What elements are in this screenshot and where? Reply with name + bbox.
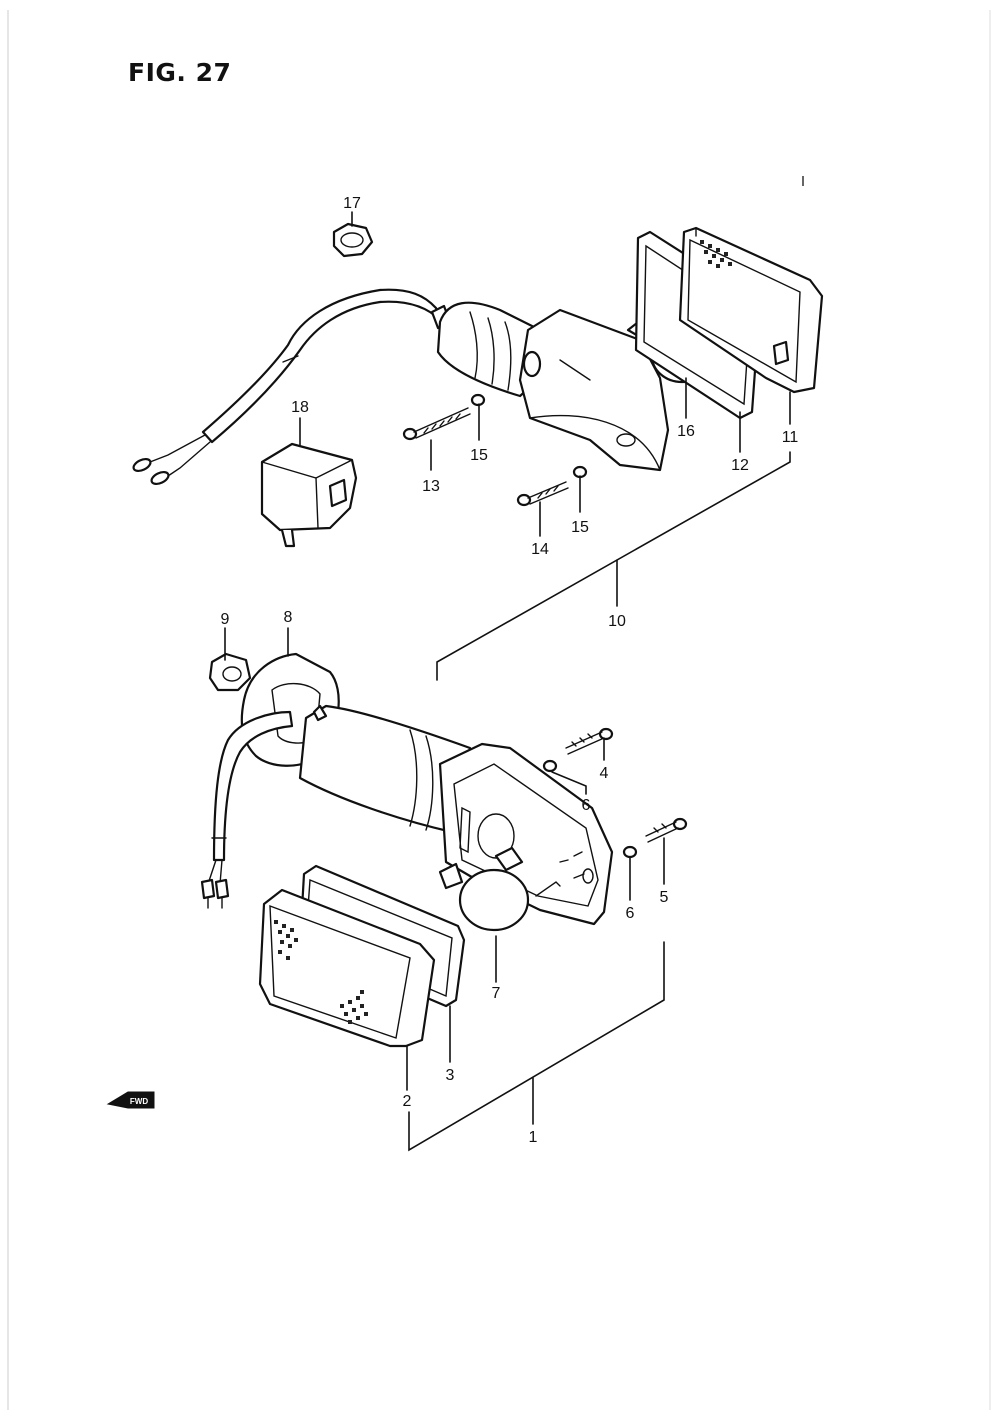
- callout-17: 17: [343, 195, 361, 212]
- callout-13: 13: [422, 478, 440, 495]
- callout-9: 9: [221, 611, 230, 628]
- part-6-washer-b: [622, 845, 638, 859]
- callout-15-a: 15: [470, 447, 488, 464]
- callout-11: 11: [782, 429, 799, 446]
- callout-10: 10: [608, 613, 626, 630]
- forward-direction-arrow-icon: FWD: [106, 1091, 155, 1109]
- part-15-washer-a: [470, 393, 486, 407]
- part-4-screw: [565, 727, 614, 755]
- callout-5: 5: [660, 889, 669, 906]
- callout-16: 16: [677, 423, 695, 440]
- callout-6-b: 6: [626, 905, 635, 922]
- callout-4: 4: [600, 765, 609, 782]
- callout-labels: 17 18 13 15 14 15 16 12 11 10 9 8 4 6 5 …: [221, 195, 799, 1146]
- figure-title: FIG. 27: [128, 58, 232, 87]
- callout-12: 12: [731, 457, 749, 474]
- callout-3: 3: [446, 1067, 455, 1084]
- callout-14: 14: [531, 541, 549, 558]
- part-14-screw: [516, 481, 569, 507]
- lower-wiring-harness: [200, 710, 294, 909]
- part-18-turn-signal-relay: [260, 442, 358, 548]
- callout-1: 1: [529, 1129, 538, 1146]
- callout-2: 2: [403, 1093, 412, 1110]
- part-7-bulb: [438, 846, 530, 932]
- part-2-lens: [258, 888, 436, 1048]
- part-17-nut: [332, 222, 374, 258]
- callout-15-b: 15: [571, 519, 589, 536]
- callout-8: 8: [284, 609, 293, 626]
- callout-7: 7: [492, 985, 501, 1002]
- fwd-label: FWD: [130, 1097, 148, 1106]
- callout-18: 18: [291, 399, 309, 416]
- leader-lines: [224, 211, 791, 1152]
- part-6-washer-a: [542, 759, 558, 773]
- part-5-screw: [645, 817, 688, 843]
- upper-lamp-housing: [436, 301, 670, 472]
- part-9-nut: [208, 652, 252, 692]
- callout-6-a: 6: [582, 797, 591, 814]
- part-13-screw: [402, 407, 471, 441]
- part-11-lens: [678, 226, 824, 394]
